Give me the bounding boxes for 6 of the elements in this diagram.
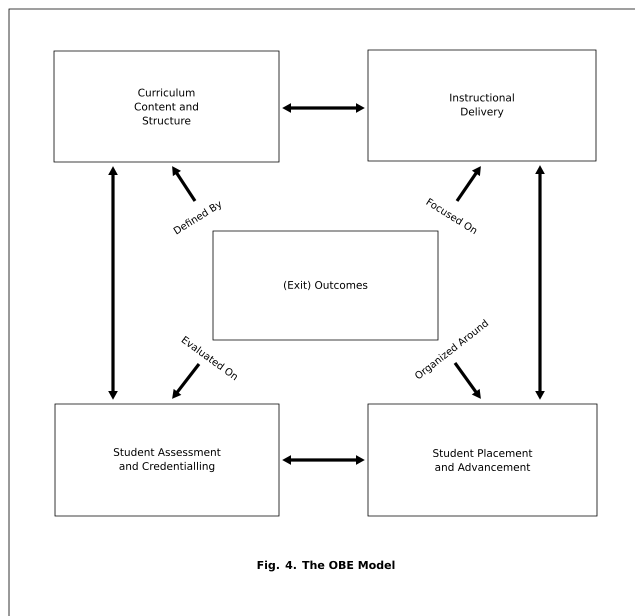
caption: Fig. 4. The OBE Model xyxy=(258,560,394,572)
process-box: Curriculum Content and Structure xyxy=(54,50,280,162)
process-box: Student Placement and Advancement xyxy=(368,404,598,516)
process-box: (Exit) Outcomes xyxy=(212,230,438,340)
process-box: Student Assessment and Credentialling xyxy=(54,404,280,516)
process-box: Instructional Delivery xyxy=(368,50,596,162)
